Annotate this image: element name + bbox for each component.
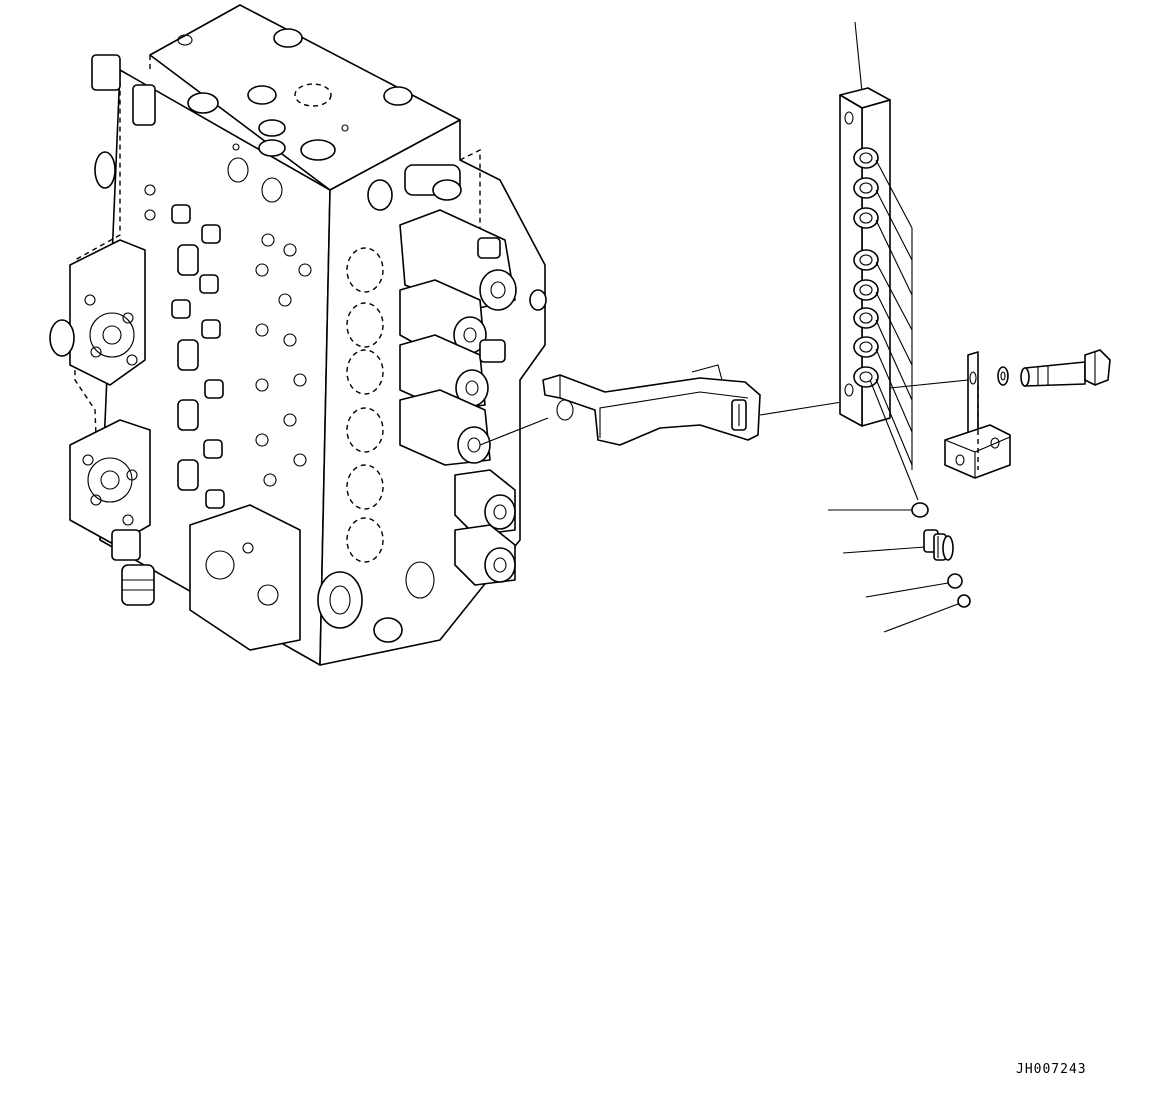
drawing-reference-code: JH007243 bbox=[1016, 1062, 1087, 1077]
plug-fitting bbox=[842, 529, 954, 561]
leader-line bbox=[759, 401, 843, 416]
control-valve-assembly bbox=[49, 4, 547, 666]
clamp-bracket bbox=[944, 351, 1011, 479]
leader-line bbox=[889, 379, 969, 389]
o-ring bbox=[828, 502, 929, 518]
washer bbox=[997, 366, 1009, 386]
pin bbox=[883, 594, 971, 633]
leader-line bbox=[479, 417, 549, 446]
port-block bbox=[839, 21, 919, 501]
bolt bbox=[1020, 349, 1111, 387]
seal-ring bbox=[865, 573, 963, 598]
mounting-bracket bbox=[542, 364, 761, 446]
